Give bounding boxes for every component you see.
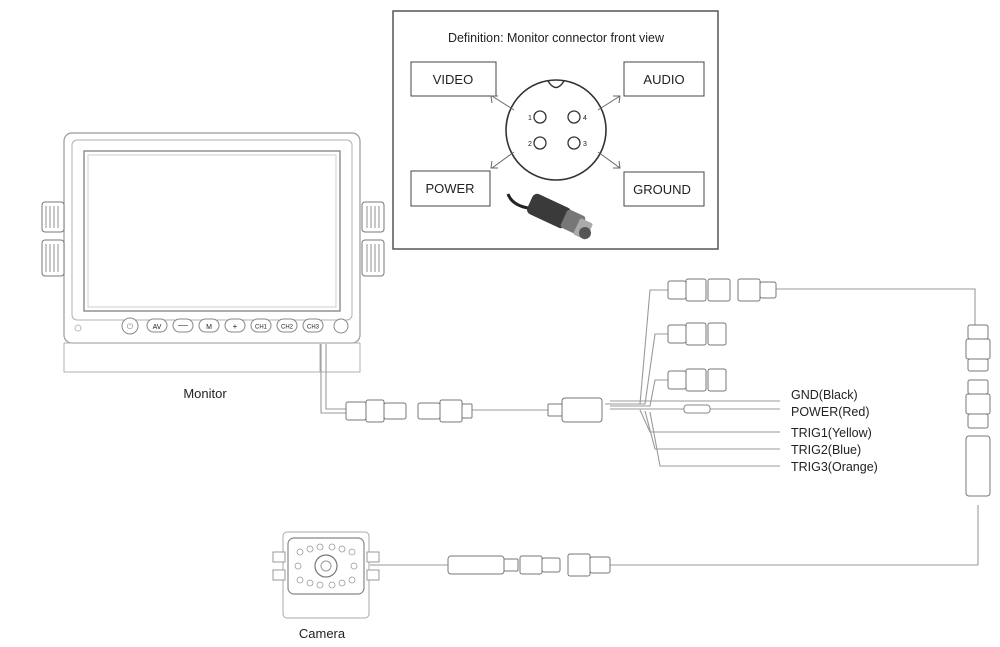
video-branch-2-cable	[608, 333, 668, 405]
monitor-plug-icon	[345, 401, 367, 421]
audio-branch-plug-icon	[667, 370, 687, 390]
cables	[320, 288, 979, 566]
video-branch-2-plug-icon	[667, 324, 687, 344]
right-vertical-socket-icon	[967, 379, 989, 395]
ground-pin-label: GROUND	[633, 182, 691, 197]
monitor-power-button[interactable]	[121, 317, 139, 335]
extension-socket-icon	[417, 402, 441, 420]
camera-lens-icon	[314, 554, 338, 578]
monitor-ch1-button[interactable]	[250, 318, 272, 333]
camera-mount-right-bottom-icon	[366, 569, 380, 581]
video-branch-1-cable	[605, 289, 668, 405]
definition-title: Definition: Monitor connector front view	[448, 31, 665, 45]
audio-branch-cable	[610, 379, 668, 407]
pin-1-number: 1	[528, 115, 532, 122]
camera-chain-socket-icon	[567, 553, 591, 577]
monitor-menu-label: M	[206, 324, 212, 331]
camera-mount-left-bottom-icon	[272, 569, 286, 581]
camera-extension-plug-icon	[737, 278, 761, 302]
power-pin-label: POWER	[425, 181, 474, 196]
monitor-caption: Monitor	[183, 386, 227, 401]
pin-1-icon	[533, 110, 547, 124]
connectors	[345, 278, 991, 577]
camera-mount-right-top-icon	[366, 551, 380, 563]
monitor-av-button[interactable]	[146, 318, 168, 333]
monitor-knobs	[41, 201, 385, 277]
monitor-screen	[83, 150, 341, 312]
power-icon: ⏻	[127, 322, 134, 331]
power-arrow-icon	[491, 151, 515, 169]
connector-face-icon: 1 2 3 4	[505, 79, 607, 181]
right-vertical-extension-icon	[965, 435, 991, 497]
camera-extension-top-cable	[775, 288, 976, 325]
pin-3-icon	[567, 136, 581, 150]
camera-mount-left-top-icon	[272, 551, 286, 563]
power-pin-box	[410, 170, 491, 207]
monitor-plus-label: +	[233, 322, 238, 331]
trig2-wire	[644, 410, 780, 450]
pin-4-number: 4	[583, 115, 587, 122]
camera-chain-plug-icon	[447, 555, 505, 575]
right-vertical-plug-icon	[967, 324, 989, 340]
ground-pin-box	[623, 171, 705, 207]
monitor-indicator-icon	[74, 324, 82, 332]
pin-3-number: 3	[583, 141, 587, 148]
pin-2-icon	[533, 136, 547, 150]
video-branch-1-plug-icon	[667, 280, 687, 300]
monitor-ch3-button[interactable]	[302, 318, 324, 333]
monitor-ch2-button[interactable]	[276, 318, 298, 333]
camera-ir-leds-icon	[294, 543, 358, 589]
left-bottom-knob-icon	[41, 239, 65, 277]
pin-4-icon	[567, 110, 581, 124]
wire-gnd-label: GND(Black)	[791, 388, 858, 402]
wire-trig1-label: TRIG1(Yellow)	[791, 426, 872, 440]
video-pin-box	[410, 61, 497, 97]
audio-pin-box	[623, 61, 705, 97]
splitter-icon	[547, 403, 563, 417]
video-pin-label: VIDEO	[433, 72, 473, 87]
monitor-menu-button[interactable]	[198, 318, 220, 333]
wire-power-label: POWER(Red)	[791, 405, 869, 419]
right-bottom-knob-icon	[361, 239, 385, 277]
monitor-ch3-label: CH3	[307, 325, 320, 331]
right-top-knob-icon	[361, 201, 385, 233]
pin-arrows	[490, 95, 621, 169]
left-top-knob-icon	[41, 201, 65, 233]
audio-arrow-icon	[597, 95, 621, 111]
monitor-stand	[63, 343, 361, 373]
wire-labels: GND(Black) POWER(Red) TRIG1(Yellow) TRIG…	[791, 388, 878, 474]
video-arrow-icon	[491, 95, 515, 111]
connector-definition-panel: Definition: Monitor connector front view…	[392, 10, 719, 250]
wire-trig3-label: TRIG3(Orange)	[791, 460, 878, 474]
trig3-wire	[649, 411, 780, 467]
monitor-ch2-label: CH2	[281, 325, 294, 331]
pin-2-number: 2	[528, 141, 532, 148]
inline-fuse-icon	[683, 404, 711, 414]
monitor-ch1-label: CH1	[255, 325, 268, 331]
camera: Camera	[272, 531, 380, 641]
ground-arrow-icon	[597, 151, 621, 169]
monitor-plus-button[interactable]	[224, 318, 246, 333]
plug-photo-icon	[506, 193, 593, 240]
monitor-lead-cable	[320, 344, 346, 414]
monitor-ir-sensor-icon	[333, 318, 349, 334]
monitor-button-row: ⏻ AV M + CH1 CH2 CH3	[74, 317, 349, 335]
trig1-wire	[639, 409, 780, 433]
wire-trig2-label: TRIG2(Blue)	[791, 443, 861, 457]
monitor: ⏻ AV M + CH1 CH2 CH3 Monitor	[41, 132, 385, 401]
monitor-av-label: AV	[153, 324, 162, 331]
audio-pin-label: AUDIO	[643, 72, 684, 87]
camera-caption: Camera	[299, 626, 346, 641]
